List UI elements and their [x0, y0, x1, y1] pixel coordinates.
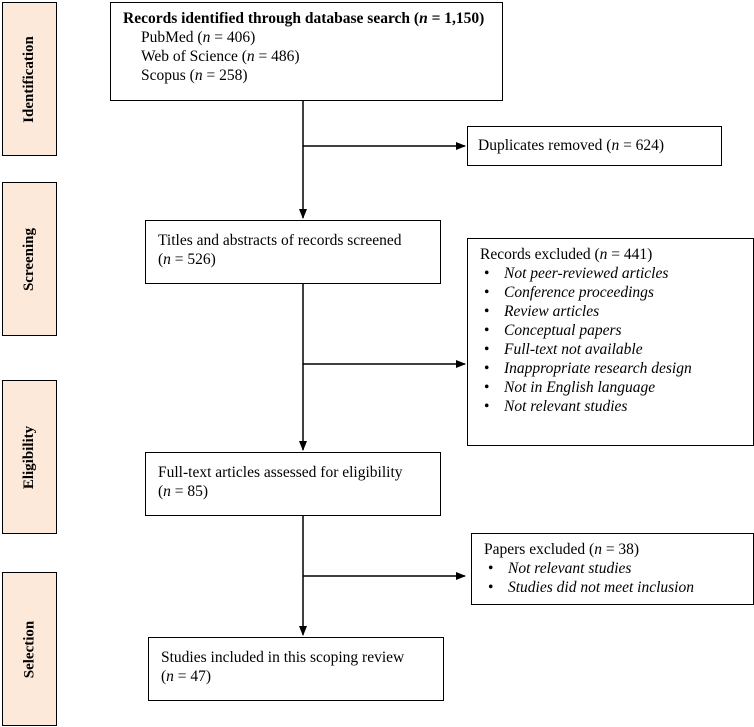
list-item: •Studies did not meet inclusion — [488, 579, 694, 596]
stage-identification: Identification — [2, 2, 57, 156]
identified-title: Records identified through database sear… — [123, 10, 485, 27]
source-web-of-science: Web of Science (n = 486) — [141, 48, 300, 65]
included-line1: Studies included in this scoping review — [161, 649, 405, 666]
list-item: •Conference proceedings — [484, 284, 654, 301]
records-excluded-title: Records excluded (n = 441) — [480, 246, 653, 263]
screened-line1: Titles and abstracts of records screened — [158, 232, 402, 249]
list-item: •Not peer-reviewed articles — [484, 265, 669, 282]
stage-eligibility: Eligibility — [2, 380, 57, 534]
list-item: •Inappropriate research design — [484, 360, 692, 377]
box-studies-included: Studies included in this scoping review … — [148, 637, 444, 701]
duplicates-text: Duplicates removed (n = 624) — [478, 137, 665, 154]
papers-excluded-reasons: •Not relevant studies •Studies did not m… — [484, 559, 741, 597]
list-item: •Not relevant studies — [484, 398, 628, 415]
records-excluded-reasons: •Not peer-reviewed articles •Conference … — [480, 264, 741, 416]
list-item: •Review articles — [484, 303, 600, 320]
box-papers-excluded: Papers excluded (n = 38) •Not relevant s… — [471, 533, 754, 605]
screened-count: (n = 526) — [158, 251, 216, 268]
box-records-excluded: Records excluded (n = 441) •Not peer-rev… — [467, 238, 754, 446]
papers-excluded-title: Papers excluded (n = 38) — [484, 541, 640, 558]
box-records-screened: Titles and abstracts of records screened… — [145, 220, 441, 284]
fulltext-line1: Full-text articles assessed for eligibil… — [158, 464, 403, 481]
fulltext-count: (n = 85) — [158, 483, 209, 500]
list-item: •Not in English language — [484, 379, 656, 396]
list-item: •Not relevant studies — [488, 560, 632, 577]
included-count: (n = 47) — [161, 668, 212, 685]
source-scopus: Scopus (n = 258) — [141, 67, 248, 84]
list-item: •Full-text not available — [484, 341, 643, 358]
box-records-identified: Records identified through database sear… — [110, 2, 503, 101]
list-item: •Conceptual papers — [484, 322, 622, 339]
stage-selection: Selection — [2, 572, 57, 726]
box-fulltext-assessed: Full-text articles assessed for eligibil… — [145, 452, 441, 516]
box-duplicates-removed: Duplicates removed (n = 624) — [467, 126, 722, 166]
source-pubmed: PubMed (n = 406) — [141, 29, 256, 46]
stage-screening: Screening — [2, 182, 57, 336]
